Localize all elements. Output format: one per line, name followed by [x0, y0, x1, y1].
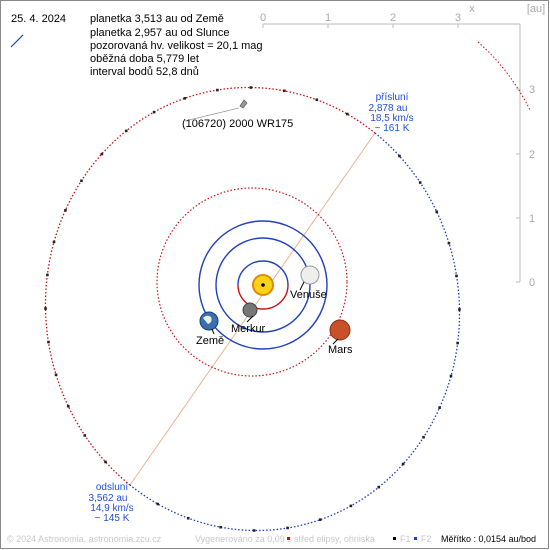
orbit-position-dot	[216, 88, 219, 92]
footer-f2: F2	[421, 534, 432, 544]
x-tick-3: 3	[455, 12, 461, 24]
y-tick-1: 1	[529, 213, 535, 225]
info-line-3: pozorovaná hv. velikost = 20,1 mag	[90, 40, 263, 52]
perihelion-speed: 18,5 km/s	[370, 113, 413, 124]
orbit-position-dot	[435, 210, 439, 214]
axis-frame	[262, 23, 521, 283]
orbit-position-dot	[422, 435, 425, 439]
mars-orbit	[156, 187, 348, 377]
perihelion-title: přísluní	[376, 92, 409, 103]
orbit-position-dot	[455, 274, 458, 278]
asteroid-icon	[239, 99, 248, 109]
info-line-2: planetka 2,957 au od Slunce	[90, 27, 229, 39]
orbit-position-dot	[456, 341, 459, 345]
sun-focus-dot	[261, 283, 265, 287]
orbit-position-dot	[156, 502, 160, 506]
date-label: 25. 4. 2024	[11, 13, 66, 25]
y-tick-2: 2	[529, 149, 535, 161]
orbit-position-dot	[418, 181, 422, 184]
orbit-position-dot	[183, 97, 187, 100]
unit-label: [au]	[527, 3, 545, 15]
orbit-position-dot	[401, 462, 405, 466]
x-tick-0: 0	[260, 12, 266, 24]
orbit-position-dot	[458, 308, 461, 311]
perihelion-temperature: ~ 161 K	[375, 123, 410, 134]
orbit-position-dot	[47, 340, 50, 344]
asteroid-orbit-red	[44, 86, 376, 486]
footer-scale: Měřítko : 0,0154 au/bod	[441, 534, 536, 544]
mars-label: Mars	[328, 344, 353, 356]
x-tick-2: 2	[390, 12, 396, 24]
orbit-position-dot	[124, 129, 128, 133]
orbit-position-dot	[44, 307, 47, 310]
legend-orbit-line	[10, 34, 24, 48]
venus-icon	[300, 265, 320, 285]
mars-icon	[329, 319, 351, 341]
orbit-position-dot	[286, 526, 289, 530]
footer-legend-center: střed elipsy, ohniska	[294, 534, 375, 544]
legend-f1-marker	[393, 537, 396, 540]
perihelion-distance: 2,878 au	[369, 103, 408, 114]
footer-f1: F1	[400, 534, 411, 544]
asteroid-label: (106720) 2000 WR175	[182, 118, 293, 130]
orbit-position-dot	[46, 273, 49, 277]
orbit-position-dot	[80, 179, 83, 183]
orbit-position-dot	[152, 110, 156, 114]
orbit-position-dot	[449, 374, 453, 378]
venus-orbit	[215, 237, 311, 333]
orbit-position-dot	[52, 240, 56, 244]
info-line-5: interval bodů 52,8 dnů	[90, 66, 199, 78]
earth-orbit	[198, 220, 328, 350]
venus-label: Venuše	[290, 289, 327, 301]
y-tick-3: 3	[529, 84, 535, 96]
orbit-position-dot	[186, 516, 190, 520]
orbit-position-dot	[318, 518, 322, 521]
legend-center-marker	[287, 537, 290, 540]
earth-label: Země	[196, 335, 224, 347]
aphelion-temperature: ~ 145 K	[95, 513, 130, 524]
orbit-position-dot	[54, 373, 58, 377]
orbit-position-dot	[345, 112, 349, 116]
info-line-4: oběžná doba 5,779 let	[90, 53, 199, 65]
orbit-position-dot	[83, 434, 87, 437]
x-axis-label: x	[469, 3, 475, 15]
asteroid-orbit-blue	[129, 132, 461, 532]
y-tick-0: 0	[529, 277, 535, 289]
orbit-position-dot	[252, 529, 256, 532]
orbit-position-dot	[398, 154, 401, 158]
footer-generated: Vygenerováno za 0,09 s	[195, 534, 292, 544]
orbit-position-dot	[66, 404, 70, 408]
mercury-orbit-lower	[237, 284, 289, 310]
orbit-position-dot	[283, 89, 286, 93]
aphelion-speed: 14,9 km/s	[90, 503, 133, 514]
info-line-1: planetka 3,513 au od Země	[90, 13, 224, 25]
orbit-position-dot	[447, 241, 451, 245]
orbit-position-dot	[100, 152, 104, 156]
legend-f2-marker	[414, 537, 417, 540]
orbit-position-dot	[64, 209, 67, 212]
orbit-position-dot	[377, 485, 381, 489]
orbit-position-dot	[315, 98, 319, 102]
outer-arc	[477, 41, 531, 111]
orbit-position-dot	[249, 86, 253, 89]
aphelion-distance: 3,562 au	[89, 493, 128, 504]
aphelion-title: odsluní	[96, 482, 128, 493]
orbit-position-dot	[219, 525, 222, 529]
orbit-position-dots	[44, 86, 461, 532]
x-tick-1: 1	[325, 12, 331, 24]
orbit-position-dot	[104, 460, 107, 464]
orbit-position-dot	[438, 406, 441, 409]
mercury-icon	[242, 302, 258, 318]
mercury-orbit-upper	[237, 260, 289, 286]
orbit-position-dot	[349, 504, 353, 508]
mercury-label: Merkur	[231, 323, 266, 335]
footer-copyright: © 2024 Astronomia, astronomia.zcu.cz	[7, 534, 162, 544]
